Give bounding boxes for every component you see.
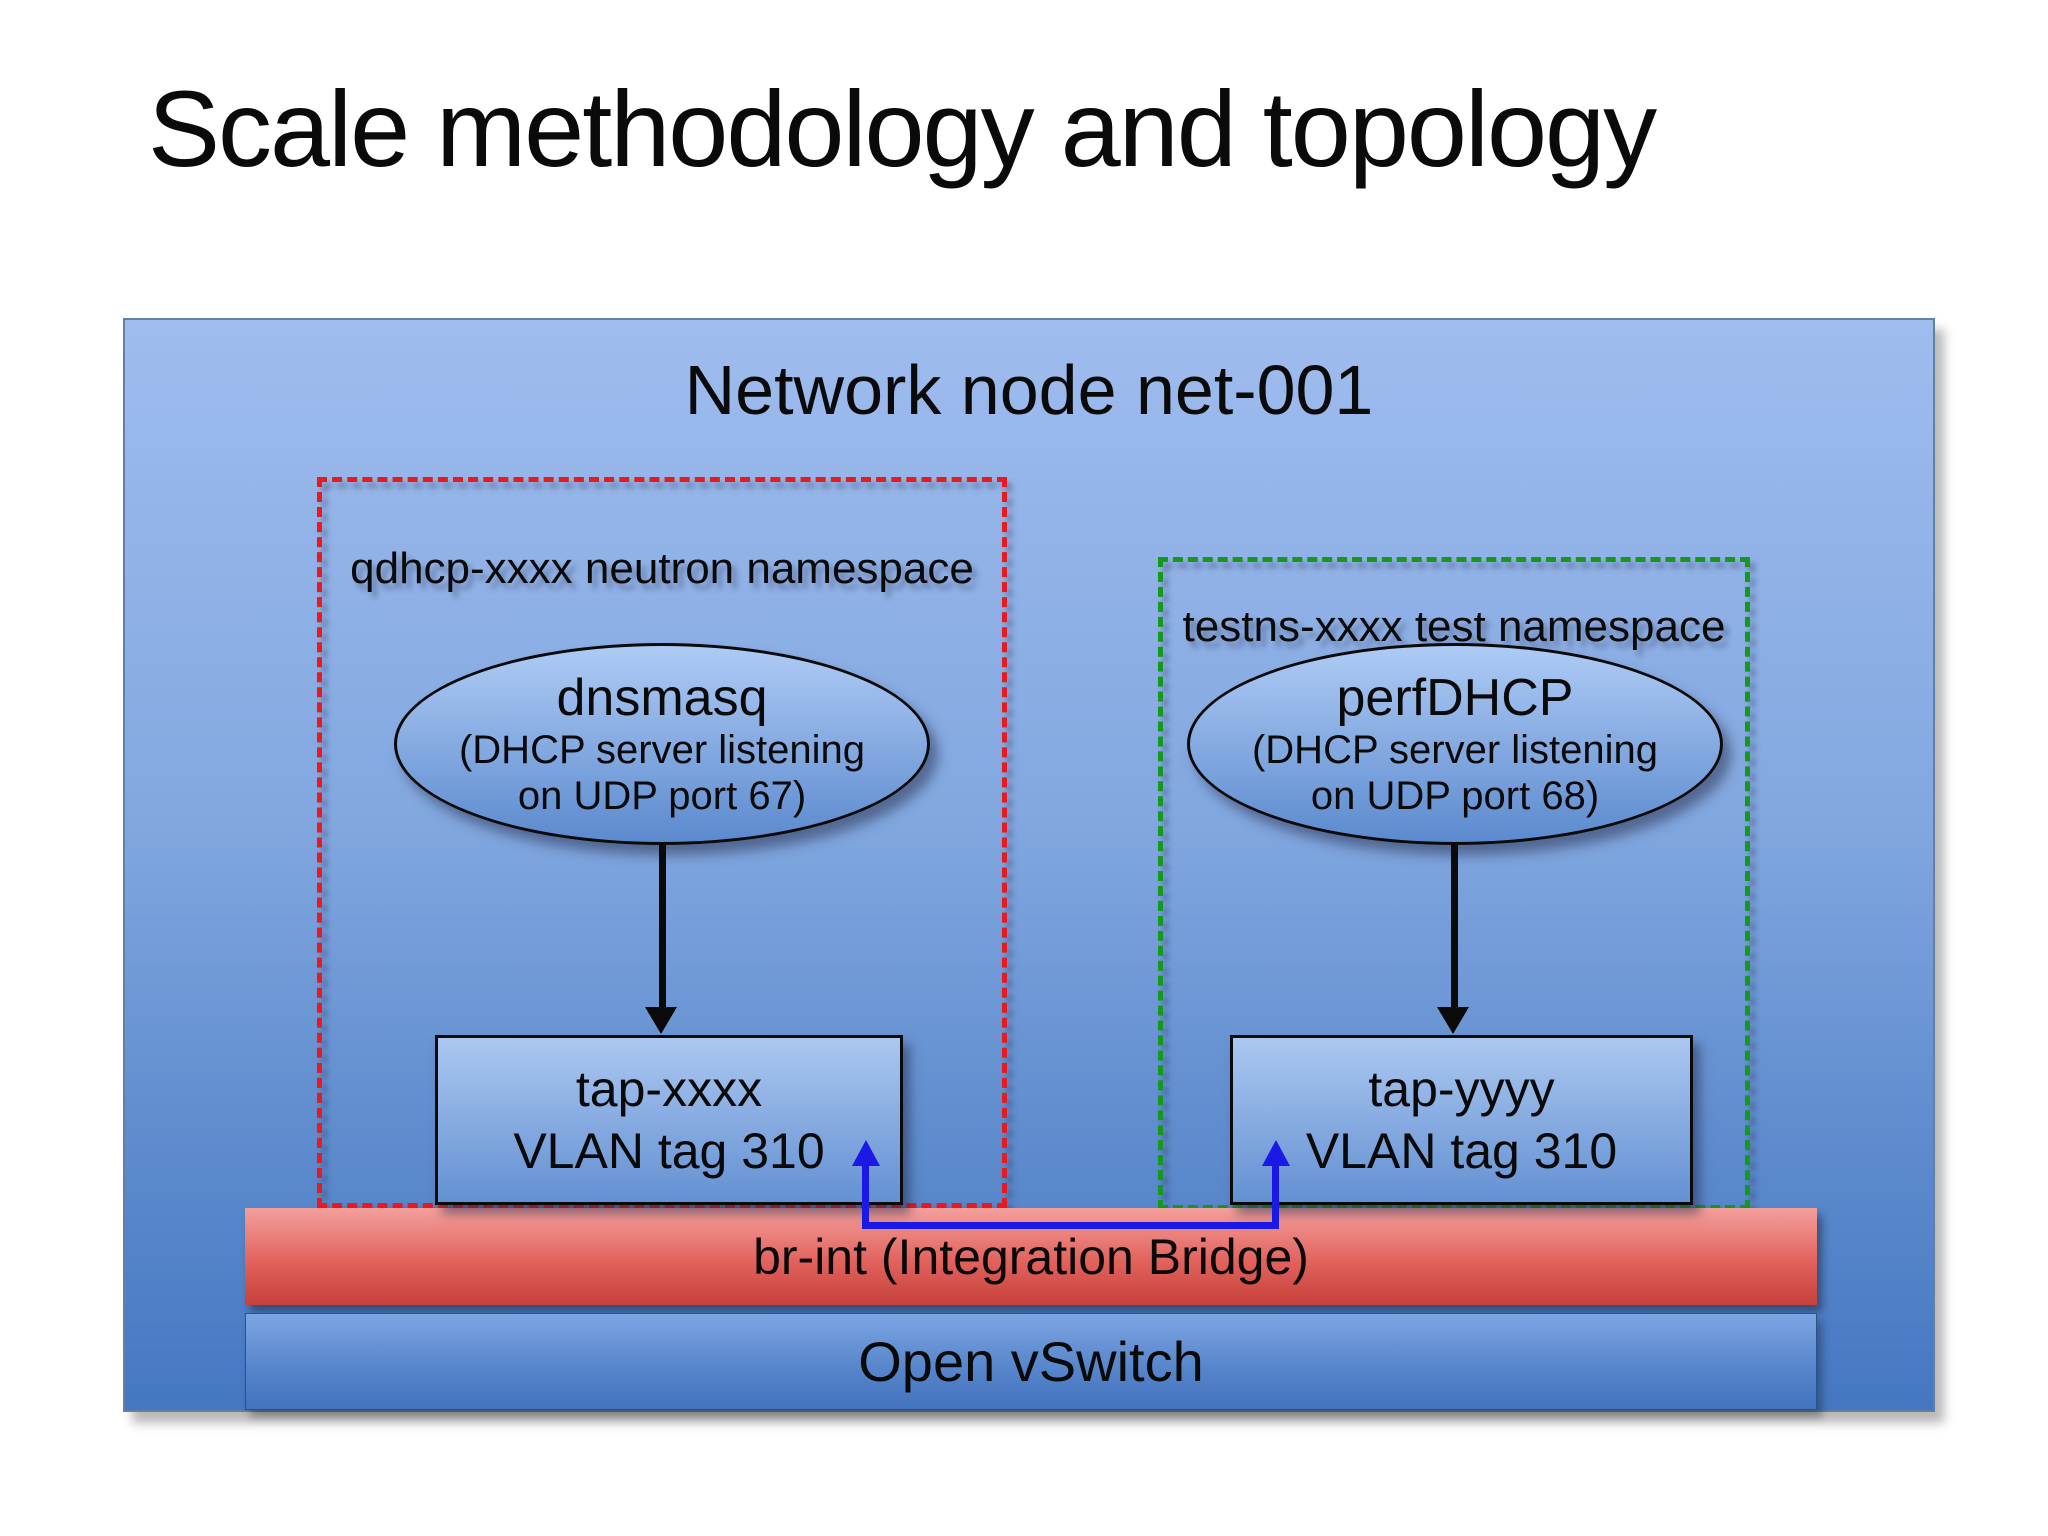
connector-stem-left [862, 1164, 869, 1229]
connector-arrowhead-right [1262, 1140, 1290, 1166]
process-description-line2: on UDP port 67) [517, 774, 807, 819]
arrow-stem [1451, 845, 1458, 1008]
qdhcp-namespace-label: qdhcp-xxxx neutron namespace [350, 544, 974, 593]
tap-interface-name: tap-xxxx [575, 1061, 763, 1117]
connector-stem-right [1272, 1164, 1279, 1229]
process-description-line2: on UDP port 68) [1310, 774, 1600, 819]
arrow-stem [659, 845, 666, 1008]
dnsmasq-ellipse: dnsmasq (DHCP server listening on UDP po… [394, 643, 930, 845]
open-vswitch-bar: Open vSwitch [245, 1313, 1817, 1410]
perfdhcp-ellipse: perfDHCP (DHCP server listening on UDP p… [1187, 643, 1723, 845]
process-name: perfDHCP [1336, 668, 1574, 727]
network-node-title: Network node net-001 [684, 351, 1374, 429]
br-int-bar: br-int (Integration Bridge) [245, 1208, 1817, 1305]
tap-interface-name: tap-yyyy [1368, 1061, 1555, 1117]
tap-xxxx-box: tap-xxxx VLAN tag 310 [435, 1035, 903, 1205]
vlan-tag-label: VLAN tag 310 [513, 1123, 825, 1179]
process-description-line1: (DHCP server listening [1251, 728, 1659, 773]
vlan-tag-label: VLAN tag 310 [1305, 1123, 1618, 1179]
qdhcp-namespace-box: qdhcp-xxxx neutron namespace [317, 477, 1007, 1208]
connector-arrowhead-left [852, 1140, 880, 1166]
slide-title: Scale methodology and topology [148, 68, 1657, 189]
process-name: dnsmasq [556, 668, 768, 727]
tap-yyyy-box: tap-yyyy VLAN tag 310 [1230, 1035, 1693, 1205]
open-vswitch-label: Open vSwitch [858, 1330, 1204, 1393]
connector-horizontal [862, 1222, 1279, 1229]
process-description-line1: (DHCP server listening [458, 728, 866, 773]
br-int-label: br-int (Integration Bridge) [753, 1228, 1309, 1285]
arrow-head [645, 1007, 677, 1034]
arrow-head [1437, 1007, 1469, 1034]
